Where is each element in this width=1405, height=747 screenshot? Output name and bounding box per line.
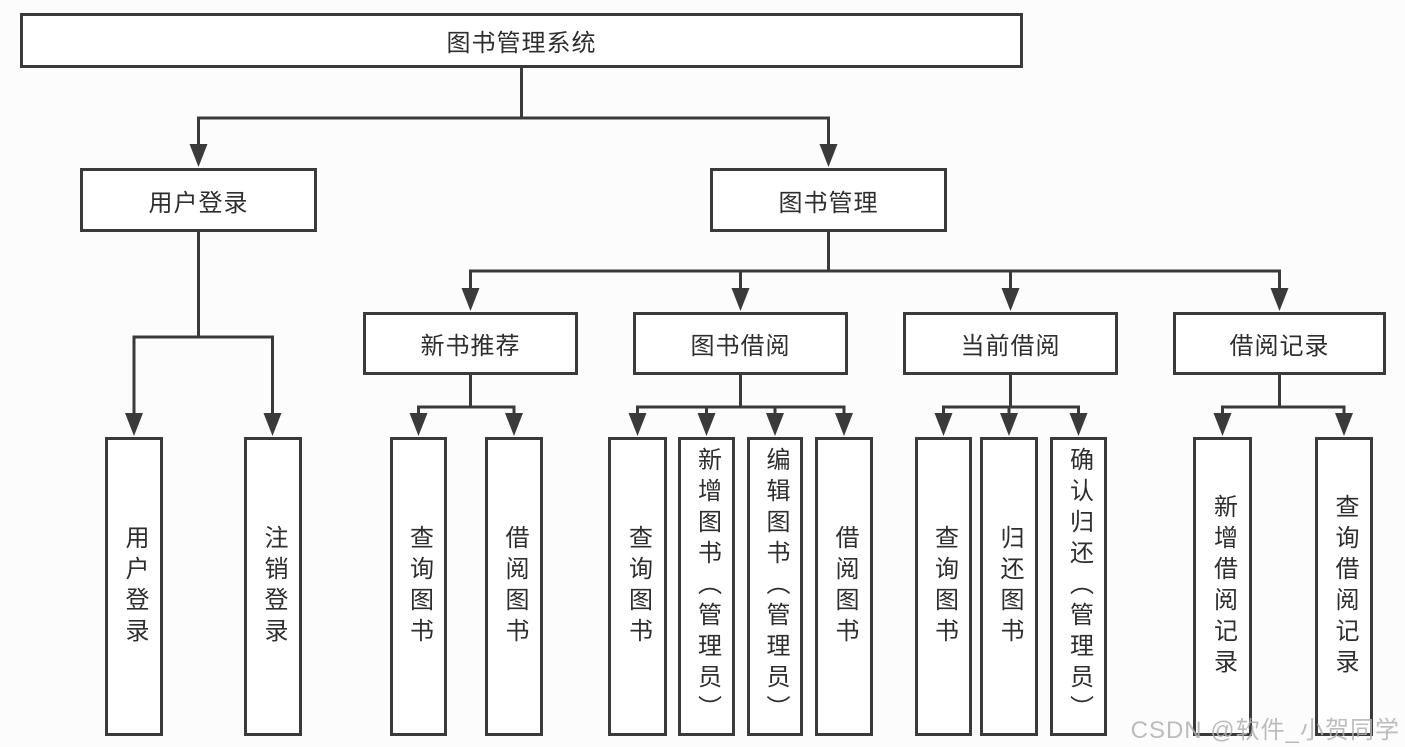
leaf-confirm-return-admin: 确认归还（管理员） <box>1050 437 1107 736</box>
node-book-management-module: 图书管理 <box>710 168 947 232</box>
leaf-add-books-admin: 新增图书（管理员） <box>678 437 735 736</box>
leaf-query-borrow-record: 查询借阅记录 <box>1315 437 1373 736</box>
node-library-management-system: 图书管理系统 <box>20 13 1023 68</box>
leaf-user-login: 用户登录 <box>105 437 163 736</box>
leaf-recommend-query-books: 查询图书 <box>390 437 447 736</box>
node-borrow-records: 借阅记录 <box>1173 312 1386 375</box>
node-user-login-module: 用户登录 <box>80 168 317 232</box>
node-book-borrow: 图书借阅 <box>633 312 848 375</box>
leaf-current-query-books: 查询图书 <box>915 437 972 736</box>
leaf-borrow-books: 借阅图书 <box>815 437 873 736</box>
leaf-borrow-query-books: 查询图书 <box>608 437 667 736</box>
leaf-edit-books-admin: 编辑图书（管理员） <box>747 437 803 736</box>
node-new-book-recommend: 新书推荐 <box>363 312 578 375</box>
arrowheads <box>125 144 1353 436</box>
leaf-recommend-borrow-books: 借阅图书 <box>485 437 543 736</box>
node-current-borrow: 当前借阅 <box>903 312 1118 375</box>
leaf-return-books: 归还图书 <box>980 437 1038 736</box>
leaf-add-borrow-record: 新增借阅记录 <box>1193 437 1252 736</box>
csdn-watermark: CSDN @软件_小贺同学 <box>1130 717 1400 744</box>
leaf-logout: 注销登录 <box>244 437 302 736</box>
